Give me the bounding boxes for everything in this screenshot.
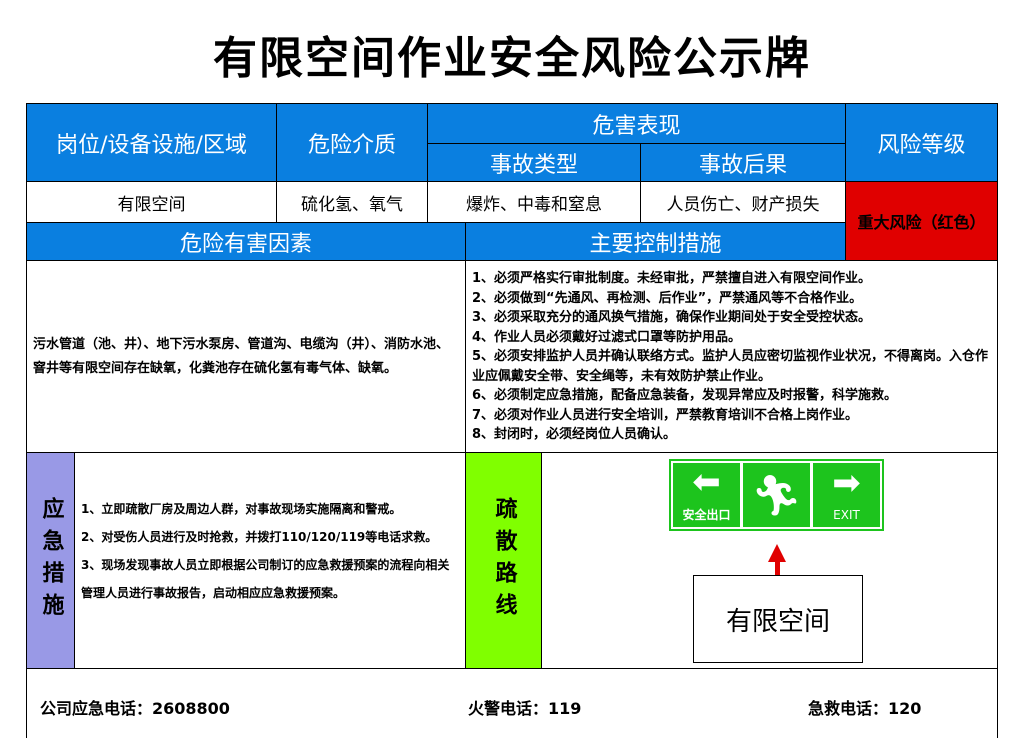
exit-right-panel: ➡ EXIT (813, 463, 880, 527)
footer (26, 668, 998, 738)
post-value: 有限空间 (26, 181, 277, 223)
evacuation-label: 疏散路线 (491, 496, 517, 625)
consequence-value: 人员伤亡、财产损失 (640, 181, 846, 223)
running-man-icon: 🏃︎ (743, 463, 810, 527)
evacuation-route-panel (541, 452, 998, 669)
controls-title: 主要控制措施 (465, 222, 846, 261)
exit-left-panel: ⬅ 安全出口 (673, 463, 740, 527)
medium-value: 硫化氢、氧气 (276, 181, 428, 223)
company-phone: 公司应急电话：2608800 (40, 699, 230, 718)
header-risk-level: 风险等级 (845, 103, 998, 182)
emergency-item: 1、立即疏散厂房及周边人群，对事故现场实施隔离和警戒。 (81, 502, 402, 516)
header-accident-type: 事故类型 (427, 143, 641, 182)
control-item: 2、必须做到“先通风、再检测、后作业”，严禁通风等不合格作业。 (472, 290, 863, 306)
accident-type-value: 爆炸、中毒和窒息 (427, 181, 641, 223)
risk-level-badge: 重大风险（红色） (845, 181, 998, 261)
arrow-left-icon: ⬅ (692, 462, 721, 503)
factors-text: 污水管道（池、井）、地下污水泵房、管道沟、电缆沟（井）、消防水池、窨井等有限空间… (26, 260, 466, 453)
header-consequence: 事故后果 (640, 143, 846, 182)
control-item: 3、必须采取充分的通风换气措施，确保作业期间处于安全受控状态。 (472, 310, 872, 325)
page-title: 有限空间作业安全风险公示牌 (213, 33, 811, 84)
arrow-up-shaft (775, 560, 780, 576)
control-item: 6、必须制定应急措施，配备应急装备，发现异常应及时报警，科学施救。 (472, 388, 898, 403)
exit-cn-text: 安全出口 (682, 507, 731, 522)
emergency-label: 应急措施 (38, 496, 64, 625)
arrow-up-icon (768, 544, 786, 562)
control-item: 8、封闭时，必须经岗位人员确认。 (472, 427, 677, 442)
control-item: 5、必须安排监护人员并确认联络方式。监护人员应密切监视作业状况，不得离岗。入仓作… (472, 349, 989, 384)
factors-title: 危险有害因素 (26, 222, 466, 261)
control-item: 7、必须对作业人员进行安全培训，严禁教育培训不合格上岗作业。 (472, 407, 859, 423)
arrow-right-icon: ➡ (832, 463, 861, 503)
emergency-item: 2、对受伤人员进行及时抢救，并拨打110/120/119等电话求救。 (81, 530, 438, 544)
header-hazard: 危害表现 (427, 103, 846, 144)
header-medium: 危险介质 (276, 103, 428, 182)
location-box: 有限空间 (693, 575, 863, 663)
control-item: 1、必须严格实行审批制度。未经审批，严禁擅自进入有限空间作业。 (472, 271, 872, 286)
exit-en-text: EXIT (833, 508, 860, 522)
ambulance-phone: 急救电话：120 (808, 699, 922, 718)
control-item: 4、作业人员必须戴好过滤式口罩等防护用品。 (472, 329, 742, 345)
fire-phone: 火警电话：119 (468, 699, 582, 718)
header-post: 岗位/设备设施/区域 (26, 103, 277, 182)
exit-sign: ⬅ 安全出口 🏃︎ ➡ EXIT (669, 459, 884, 531)
controls-list: 1、必须严格实行审批制度。未经审批，严禁擅自进入有限空间作业。 2、必须做到“先… (465, 260, 998, 453)
emergency-list: 1、立即疏散厂房及周边人群，对事故现场实施隔离和警戒。 2、对受伤人员进行及时抢… (74, 452, 466, 669)
emergency-item: 3、现场发现事故人员立即根据公司制订的应急救援预案的流程向相关管理人员进行事故报… (81, 558, 450, 600)
